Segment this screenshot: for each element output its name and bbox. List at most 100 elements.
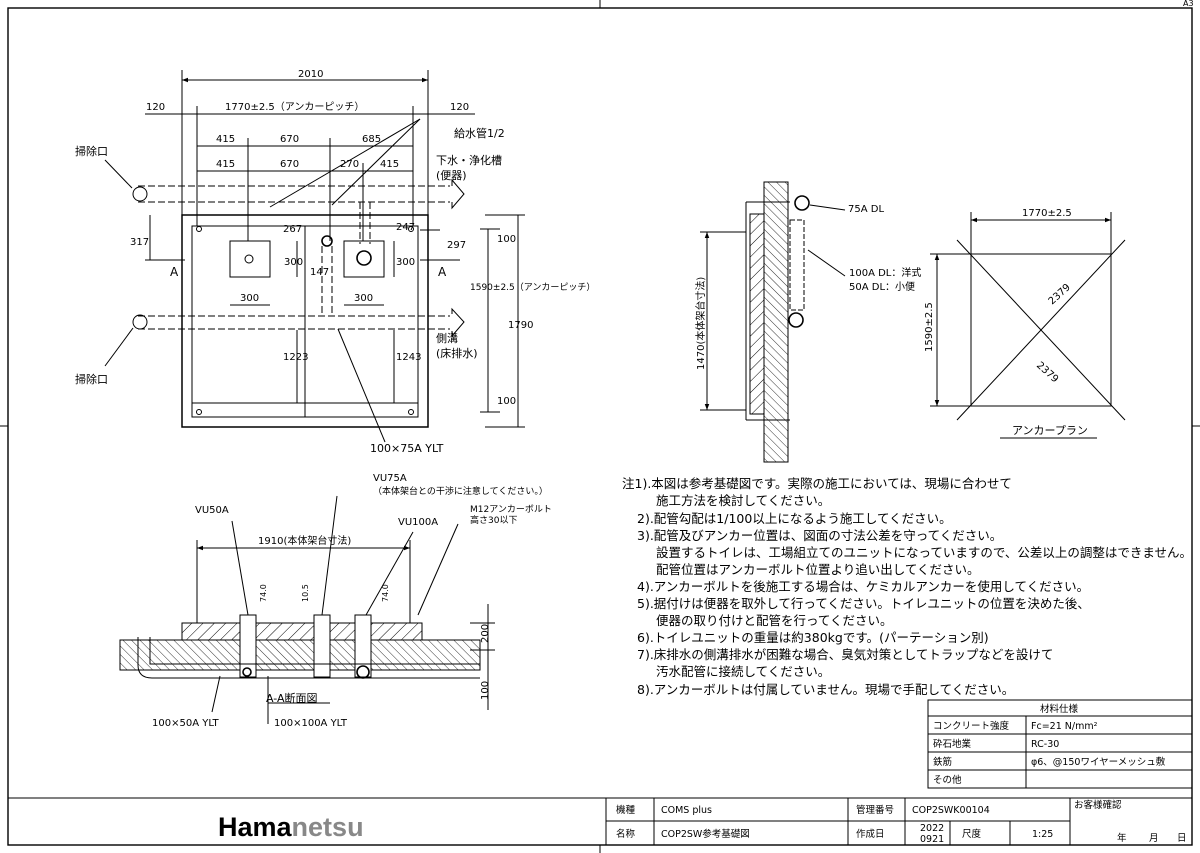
note-line: 3).配管及びアンカー位置は、図面の寸法公差を守ってください。	[637, 528, 1002, 543]
svg-text:415: 415	[380, 159, 399, 170]
svg-text:100A DL：洋式: 100A DL：洋式	[849, 266, 921, 279]
svg-text:415: 415	[216, 159, 235, 170]
svg-text:1243: 1243	[396, 352, 421, 363]
svg-text:415: 415	[216, 134, 235, 145]
svg-text:コンクリート強度: コンクリート強度	[933, 720, 1010, 732]
materials-table	[927, 699, 1193, 789]
note-line: 設置するトイレは、工場組立てのユニットになっていますので、公差以上の調整はできま…	[656, 545, 1192, 560]
svg-text:1590±2.5: 1590±2.5	[924, 302, 935, 352]
side-labels: 75A DL 100A DL：洋式 50A DL：小便 1470(本体架台寸法)	[694, 204, 921, 370]
section-view	[119, 495, 495, 724]
side-view	[700, 181, 846, 463]
svg-text:685: 685	[362, 134, 381, 145]
cleanout-top-label: 掃除口	[75, 144, 108, 158]
note-line: 便器の取り付けと配管を行ってください。	[656, 613, 893, 628]
svg-text:(便器): (便器)	[436, 169, 467, 182]
svg-text:247: 247	[396, 222, 415, 233]
svg-text:VU100A: VU100A	[398, 517, 438, 528]
svg-text:297: 297	[447, 240, 466, 251]
note-line: 6).トイレユニットの重量は約380kgです。(パーテーション別)	[637, 630, 989, 645]
svg-text:147: 147	[310, 267, 329, 278]
svg-text:年: 年	[1117, 832, 1127, 844]
svg-text:100: 100	[497, 234, 516, 245]
svg-text:2010: 2010	[298, 69, 323, 80]
anchor-labels: 1770±2.5 1590±2.5 2379 2379 アンカープラン	[924, 208, 1088, 437]
gutter-label: 側溝	[436, 332, 458, 345]
svg-text:270: 270	[340, 159, 359, 170]
note-line: 4).アンカーボルトを後施工する場合は、ケミカルアンカーを使用してください。	[637, 579, 1089, 594]
svg-text:300: 300	[396, 257, 415, 268]
supply-pipe-label: 給水管1/2	[454, 126, 505, 140]
svg-text:1223: 1223	[283, 352, 308, 363]
svg-text:高さ30以下: 高さ30以下	[470, 514, 517, 526]
note-line: 8).アンカーボルトは付属していません。現場で手配してください。	[637, 682, 1014, 697]
cleanout-bottom-label: 掃除口	[75, 372, 108, 386]
svg-text:日: 日	[1177, 833, 1187, 844]
svg-text:月: 月	[1149, 833, 1159, 844]
svg-text:COP2SW参考基礎図: COP2SW参考基礎図	[661, 828, 750, 840]
svg-text:COMS plus: COMS plus	[661, 805, 712, 816]
svg-text:鉄筋: 鉄筋	[933, 756, 952, 768]
svg-text:74.0: 74.0	[259, 584, 268, 602]
svg-text:2022: 2022	[920, 823, 944, 834]
svg-text:(床排水): (床排水)	[436, 346, 478, 360]
svg-text:74.0: 74.0	[381, 584, 390, 602]
svg-text:0921: 0921	[920, 834, 944, 845]
svg-text:Hamanetsu: Hamanetsu	[218, 812, 364, 842]
svg-text:名称: 名称	[616, 828, 636, 840]
svg-text:2379: 2379	[1034, 360, 1060, 385]
svg-text:75A DL: 75A DL	[848, 204, 884, 215]
company-logo: Hamanetsu	[218, 812, 364, 842]
svg-text:M12アンカーボルト: M12アンカーボルト	[470, 504, 552, 515]
plan-view	[104, 70, 525, 443]
svg-text:670: 670	[280, 159, 299, 170]
note-line: 5).据付けは便器を取外して行ってください。トイレユニットの位置を決めた後、	[637, 596, 1090, 611]
svg-text:VU75A: VU75A	[373, 473, 407, 484]
plan-dimensions: 2010 120 1770±2.5（アンカーピッチ） 120 415 670 6…	[130, 69, 595, 407]
svg-text:100×100A YLT: 100×100A YLT	[274, 718, 348, 729]
svg-text:1:25: 1:25	[1032, 829, 1053, 840]
svg-text:お客様確認: お客様確認	[1074, 799, 1122, 811]
svg-text:300: 300	[240, 293, 259, 304]
note-line: 汚水配管に接続してください。	[656, 664, 830, 679]
plan-labels: 給水管1/2 下水・浄化槽 (便器) 掃除口 掃除口 A A 側溝 (床排水) …	[75, 126, 505, 455]
svg-text:1770±2.5: 1770±2.5	[1022, 208, 1072, 219]
svg-text:砕石地業: 砕石地業	[933, 738, 972, 750]
title-block-text: 機種 COMS plus 管理番号 COP2SWK00104 名称 COP2SW…	[616, 799, 1187, 845]
title-block	[8, 797, 1192, 845]
note-line: 7).床排水の側溝排水が困難な場合、臭気対策としてトラップなどを設けて	[637, 647, 1053, 662]
note-line: 配管位置はアンカーボルト位置より追い出してください。	[656, 562, 980, 577]
svg-text:267: 267	[283, 224, 302, 235]
svg-text:材料仕様: 材料仕様	[1040, 703, 1079, 715]
svg-text:（本体架台との干渉に注意してください。）: （本体架台との干渉に注意してください。）	[373, 485, 548, 497]
notes: 注1).本図は参考基礎図です。実際の施工においては、現場に合わせて 施工方法を検…	[622, 476, 1192, 697]
materials-text: 材料仕様 コンクリート強度 Fc=21 N/mm² 砕石地業 RC-30 鉄筋 …	[933, 703, 1166, 786]
svg-text:1470(本体架台寸法): 1470(本体架台寸法)	[694, 277, 707, 370]
svg-text:100: 100	[497, 396, 516, 407]
anchor-plan-title: アンカープラン	[1012, 424, 1088, 437]
svg-text:300: 300	[354, 293, 373, 304]
svg-text:200: 200	[480, 624, 491, 643]
anchor-plan	[930, 212, 1126, 439]
svg-text:VU50A: VU50A	[195, 505, 229, 516]
note-line: 注1).本図は参考基礎図です。実際の施工においては、現場に合わせて	[622, 476, 1012, 491]
sheet-size-mark: A3	[1183, 0, 1194, 8]
svg-text:1590±2.5（アンカーピッチ）: 1590±2.5（アンカーピッチ）	[470, 282, 595, 293]
svg-text:A: A	[170, 265, 179, 279]
svg-text:尺度: 尺度	[962, 828, 982, 840]
svg-text:A: A	[438, 265, 447, 279]
svg-text:100×50A YLT: 100×50A YLT	[152, 718, 220, 729]
section-title: A-A断面図	[266, 691, 318, 705]
svg-text:120: 120	[146, 102, 165, 113]
svg-text:RC-30: RC-30	[1031, 739, 1059, 750]
svg-text:管理番号: 管理番号	[856, 804, 894, 816]
svg-text:10.5: 10.5	[301, 584, 310, 602]
svg-text:50A DL：小便: 50A DL：小便	[849, 280, 915, 293]
svg-text:作成日: 作成日	[856, 828, 885, 840]
svg-text:COP2SWK00104: COP2SWK00104	[912, 805, 990, 816]
svg-text:その他: その他	[933, 774, 962, 786]
note-line: 2).配管勾配は1/100以上になるよう施工してください。	[637, 511, 952, 526]
svg-text:機種: 機種	[616, 804, 636, 816]
